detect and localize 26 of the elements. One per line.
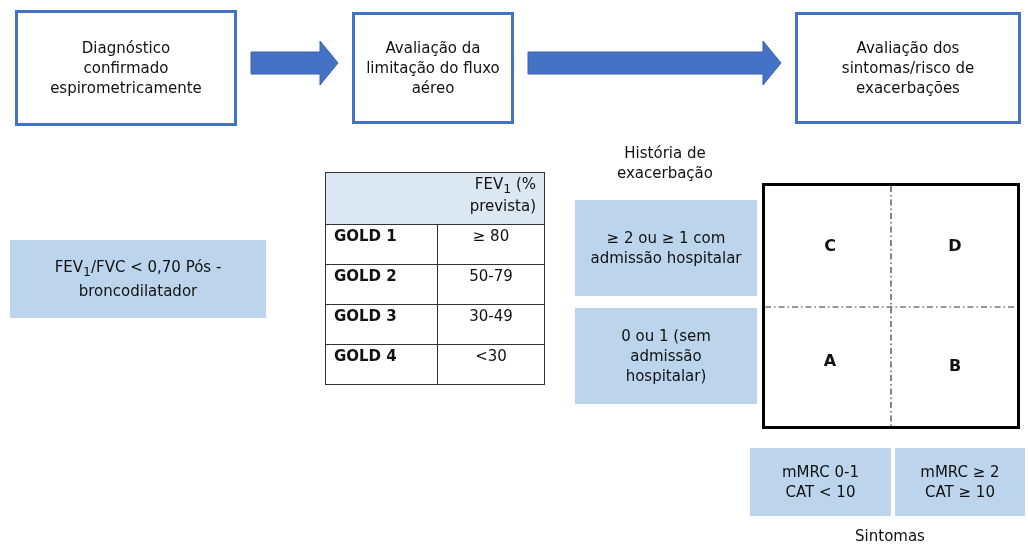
table-cell: 50-79 xyxy=(437,264,545,305)
quadrant-letter: C xyxy=(790,216,870,276)
table-cell: 30-49 xyxy=(437,304,545,345)
criteria-box: 0 ou 1 (sem admissão hospitalar) xyxy=(575,308,757,404)
process-box: Avaliação dos sintomas/risco de exacerbações xyxy=(795,12,1021,124)
process-box: Avaliação da limitação do fluxo aéreo xyxy=(352,12,514,124)
axis-title: História de exacerbação xyxy=(616,143,714,184)
table-cell: GOLD 1 xyxy=(325,224,438,265)
table-cell: GOLD 2 xyxy=(325,264,438,305)
criteria-box: FEV$_{1}$/FVC < 0,70 Pós - broncodilatador xyxy=(10,240,266,318)
axis-title: Sintomas xyxy=(854,526,926,547)
grid-box xyxy=(762,183,1020,429)
criteria-box: ≥ 2 ou ≥ 1 com admissão hospitalar xyxy=(575,200,757,296)
table-cell: ≥ 80 xyxy=(437,224,545,265)
quadrant-letter: B xyxy=(915,336,995,396)
table-cell: GOLD 3 xyxy=(325,304,438,345)
table-cell: <30 xyxy=(437,344,545,385)
quadrant-letter: D xyxy=(915,216,995,276)
table-cell: GOLD 4 xyxy=(325,344,438,385)
block-arrow xyxy=(250,40,339,86)
criteria-box: mMRC 0-1 CAT < 10 xyxy=(750,448,891,516)
process-box: Diagnóstico confirmado espirometricamente xyxy=(15,10,237,126)
quadrant-letter: A xyxy=(790,331,870,391)
table-header-cell: FEV$_{1}$ (% prevista) xyxy=(325,172,545,225)
block-arrow xyxy=(527,40,782,86)
criteria-box: mMRC ≥ 2 CAT ≥ 10 xyxy=(895,448,1025,516)
